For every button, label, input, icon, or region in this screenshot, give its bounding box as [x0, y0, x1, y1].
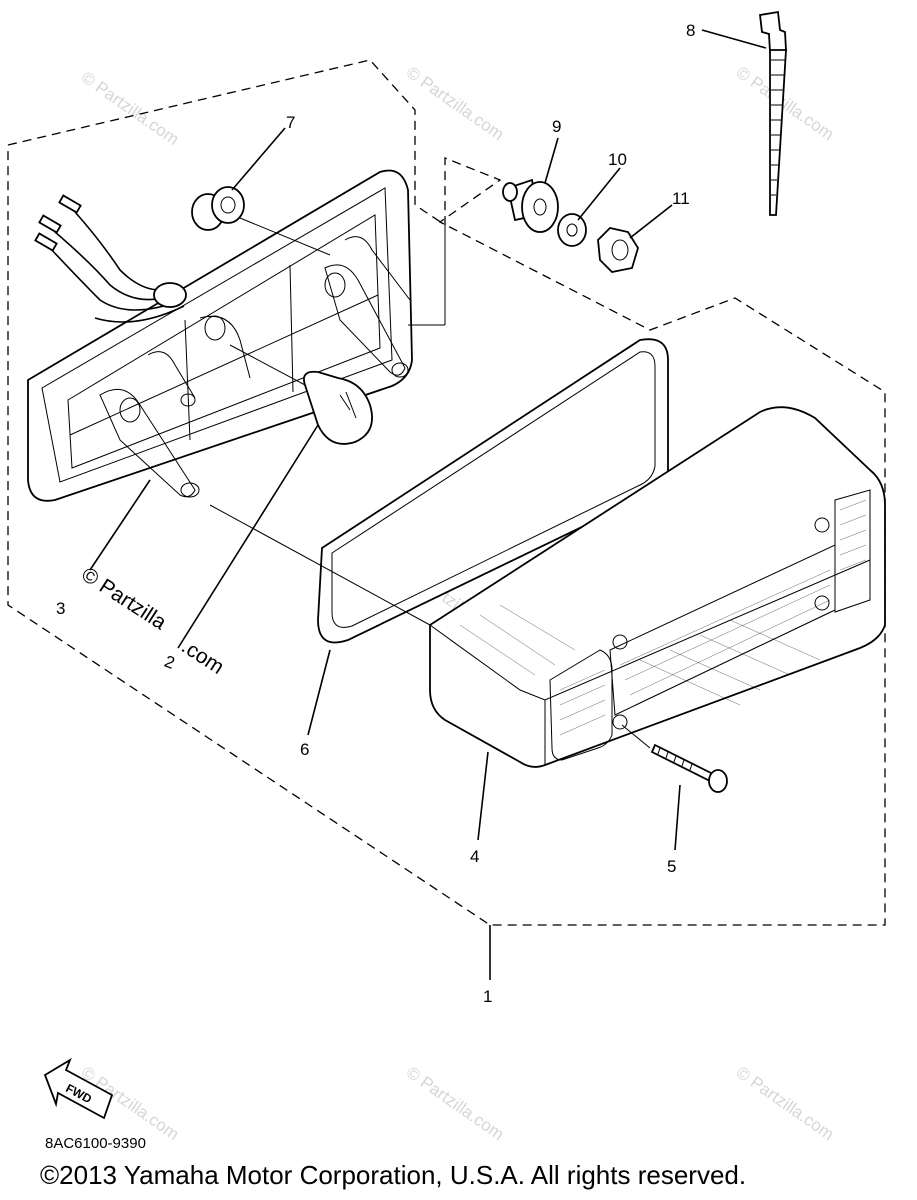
nut-part-11: [597, 227, 639, 273]
callout-8: 8: [686, 21, 695, 40]
watermark: © Partzilla.com: [733, 1063, 838, 1144]
copyright-notice: ©2013 Yamaha Motor Corporation, U.S.A. A…: [40, 1160, 747, 1190]
watermark-large-right: .com: [177, 635, 228, 679]
wire-harness: [34, 194, 187, 323]
watermark-large-left: © Partzilla: [77, 563, 170, 635]
collar-part-9: [502, 178, 559, 233]
callout-10: 10: [608, 150, 627, 169]
watermark: © Partzilla.com: [403, 63, 508, 144]
callout-4: 4: [470, 847, 479, 866]
callout-3: 3: [56, 599, 65, 618]
callout-11: 11: [672, 189, 690, 208]
grommet-part-7: [191, 186, 331, 256]
screw-part-5: [621, 724, 728, 793]
callout-6: 6: [300, 740, 309, 759]
bulb-part-2: [229, 344, 373, 445]
callout-5: 5: [667, 857, 676, 876]
fwd-arrow: FWD: [43, 1057, 114, 1120]
watermark: © Partzilla.com: [78, 68, 183, 149]
washer-part-10: [557, 213, 587, 247]
cable-tie-part-8: [759, 10, 787, 216]
callout-7: 7: [286, 113, 295, 132]
callout-9: 9: [552, 117, 561, 136]
watermark: © Partzilla.com: [403, 1063, 508, 1144]
part-code: 8AC6100-9390: [45, 1135, 146, 1152]
assembly-boundary: [7, 59, 886, 926]
leader-lines: [89, 29, 767, 980]
lens-part-4: [429, 406, 886, 768]
callout-1: 1: [483, 987, 492, 1006]
lamp-housing: [27, 169, 413, 502]
callout-2: 2: [162, 652, 177, 673]
